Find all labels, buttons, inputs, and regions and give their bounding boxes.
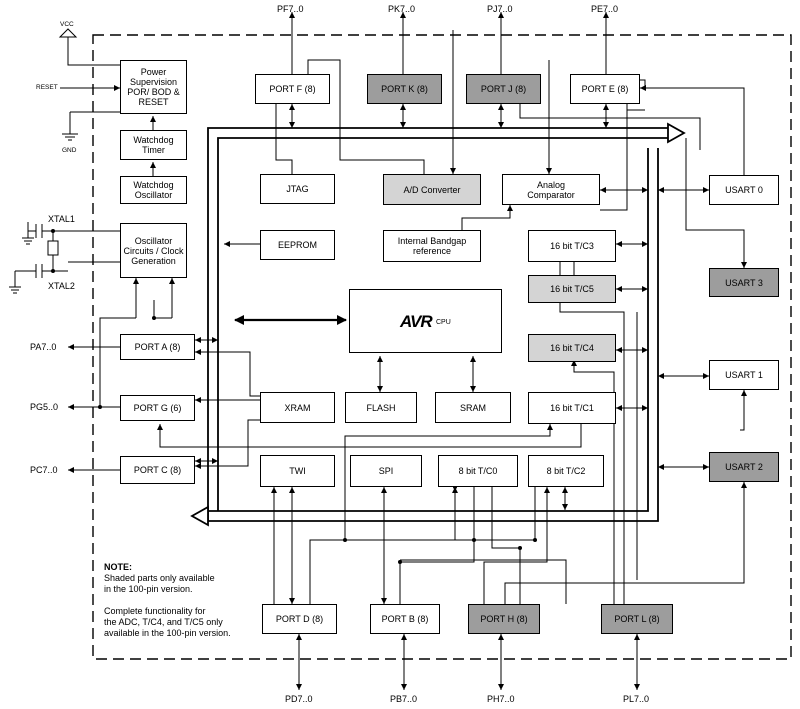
pa-pin-label: PA7..0 (30, 342, 57, 352)
vcc-label: VCC (60, 21, 74, 28)
watchdog-oscillator-block: Watchdog Oscillator (120, 176, 187, 204)
pk-pin-label: PK7..0 (388, 4, 416, 14)
tc0-block: 8 bit T/C0 (438, 455, 518, 487)
pc-pin-label: PC7..0 (30, 465, 58, 475)
pb-pin-label: PB7..0 (390, 694, 418, 704)
avr-logo: AVR (400, 312, 433, 331)
gnd-line (69, 111, 120, 134)
data-bus (190, 122, 686, 527)
pf-pin-label: PF7..0 (277, 4, 304, 14)
sram-block: SRAM (435, 392, 511, 423)
pd-pin-label: PD7..0 (285, 694, 313, 704)
note-line-5: available in the 100-pin version. (104, 628, 231, 638)
port-k-block: PORT K (8) (367, 74, 442, 104)
port-a-block: PORT A (8) (120, 334, 195, 360)
note-line-2: in the 100-pin version. (104, 584, 193, 594)
gnd-label: GND (62, 147, 77, 154)
note-line-4: the ADC, T/C4, and T/C5 only (104, 617, 223, 627)
usart2-block: USART 2 (709, 452, 779, 482)
usart3-block: USART 3 (709, 268, 779, 297)
power-supervision-block: Power Supervision POR/ BOD & RESET (120, 60, 187, 114)
watchdog-timer-block: Watchdog Timer (120, 130, 187, 160)
eeprom-block: EEPROM (260, 230, 335, 260)
xram-block: XRAM (260, 392, 335, 423)
tc5-block: 16 bit T/C5 (528, 275, 616, 303)
reset-label: RESET (36, 84, 58, 91)
cpu-label: CPU (436, 319, 451, 326)
tc1-block: 16 bit T/C1 (528, 392, 616, 424)
ph-pin-label: PH7..0 (487, 694, 515, 704)
usart0-block: USART 0 (709, 175, 779, 205)
adc-block: A/D Converter (383, 174, 481, 205)
spi-block: SPI (350, 455, 422, 487)
note-text: NOTE: Shaded parts only available in the… (104, 562, 231, 639)
usart1-block: USART 1 (709, 360, 779, 390)
xtal2-label: XTAL2 (48, 281, 75, 291)
tc3-block: 16 bit T/C3 (528, 230, 616, 262)
pj-pin-label: PJ7..0 (487, 4, 513, 14)
tc2-block: 8 bit T/C2 (528, 455, 604, 487)
port-f-block: PORT F (8) (255, 74, 330, 104)
pg-pin-label: PG5..0 (30, 402, 59, 412)
twi-block: TWI (260, 455, 335, 487)
analog-comparator-block: Analog Comparator (502, 174, 600, 205)
xtal1-label: XTAL1 (48, 214, 75, 224)
note-line-1: Shaded parts only available (104, 573, 215, 583)
port-c-block: PORT C (8) (120, 456, 195, 484)
oscillator-block: Oscillator Circuits / Clock Generation (120, 223, 187, 278)
port-j-block: PORT J (8) (466, 74, 541, 104)
port-e-block: PORT E (8) (570, 74, 640, 104)
port-h-block: PORT H (8) (468, 604, 540, 634)
port-d-block: PORT D (8) (262, 604, 337, 634)
jtag-block: JTAG (260, 174, 335, 204)
port-b-block: PORT B (8) (370, 604, 440, 634)
tc4-block: 16 bit T/C4 (528, 334, 616, 362)
note-line-3: Complete functionality for (104, 606, 206, 616)
pl-pin-label: PL7..0 (623, 694, 650, 704)
port-l-block: PORT L (8) (601, 604, 673, 634)
vcc-line (67, 37, 120, 66)
note-title: NOTE: (104, 562, 132, 572)
port-g-block: PORT G (6) (120, 395, 195, 421)
bandgap-block: Internal Bandgap reference (383, 230, 481, 262)
cpu-block: AVR CPU (349, 289, 502, 353)
pe-pin-label: PE7..0 (591, 4, 619, 14)
flash-block: FLASH (345, 392, 417, 423)
